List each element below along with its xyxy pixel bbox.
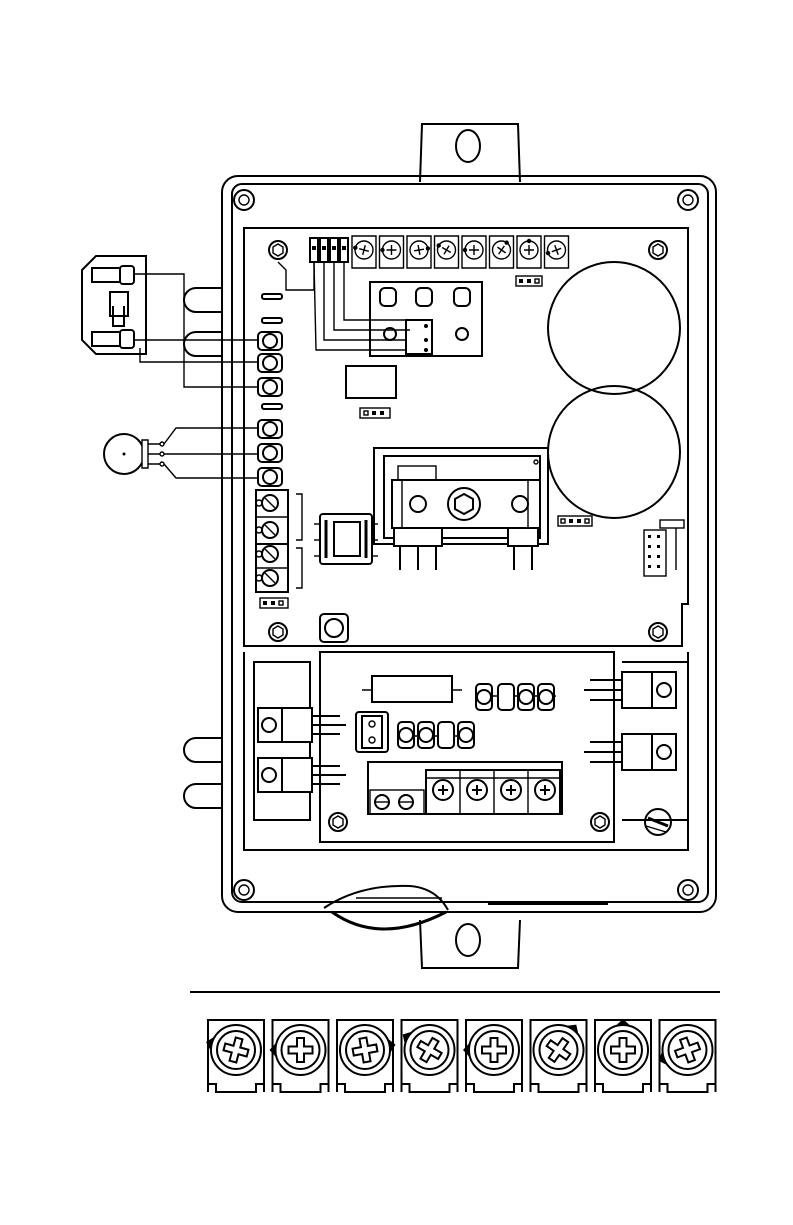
knockout-slot-2 [184,332,222,356]
plug-pin-bottom [92,332,122,346]
main-board [244,228,688,646]
board-trimmer-pot-8[interactable] [545,236,569,268]
transistor-lower-left-1 [258,708,346,742]
left-terminal-3[interactable] [258,378,282,396]
left-fuse-clip-2 [262,318,282,323]
left-terminal-2[interactable] [258,354,282,372]
corner-screw-top-right [678,190,698,210]
trimmer-pot-6[interactable] [531,1020,587,1092]
push-button[interactable] [320,614,348,642]
power-board-standoff-right [591,813,609,831]
left-terminal-4[interactable] [258,420,282,438]
terminal-screw-2[interactable] [467,780,487,800]
standoff-bottom-right [649,623,667,641]
trimmer-pot-2[interactable] [270,1020,329,1092]
board-trimmer-pot-7[interactable] [517,236,541,268]
trimmer-pots-detail [206,1019,715,1092]
board-trimmer-pot-5[interactable] [462,236,486,268]
power-resistor [362,676,462,702]
capacitor-upper [548,262,680,394]
board-connector[interactable] [356,712,388,752]
heatsink-label-area [398,466,436,480]
trimmer-pot-8[interactable] [658,1020,715,1092]
top-mounting-tab [420,124,520,182]
main-terminal-strip[interactable] [368,762,562,814]
top-connector-pins [310,238,348,262]
trimmer-pot-4[interactable] [402,1020,458,1092]
standoff-top-left [269,241,287,259]
bottom-gland-arc [332,912,446,929]
jumper-right[interactable] [558,516,592,526]
power-transistor-left [394,528,442,546]
knockout-slot-4 [184,784,222,808]
left-fuse-clip-3 [262,404,282,409]
ground-screw [645,809,671,835]
relay-block [370,282,482,356]
corner-screw-top-left [234,190,254,210]
relay-slot-3 [454,288,470,306]
heatsink-assembly [374,448,548,570]
external-sensor [104,428,258,478]
trimmer-pot-1[interactable] [206,1020,264,1092]
bottom-mounting-hole [456,924,480,956]
power-transistor-right [508,528,538,546]
board-trimmer-pot-4[interactable] [435,236,459,268]
small-terminals[interactable] [370,790,424,814]
fuse-holders-upper [476,684,556,710]
capacitor-lower [548,386,680,518]
lower-compartment [244,652,688,850]
corner-screw-bottom-right [678,880,698,900]
terminal-screw-3[interactable] [501,780,521,800]
left-terminal-column [258,294,282,486]
transistor-lower-left-2 [258,758,346,792]
ic-chip [346,366,396,398]
transistor-lower-right-2 [584,734,676,770]
relay-hole-right [456,328,468,340]
plug-pin-top [92,268,122,282]
terminal-screw-4[interactable] [535,780,555,800]
board-trimmer-pot-1[interactable] [352,236,376,268]
trimmer-pot-5[interactable] [463,1020,522,1092]
corner-screw-bottom-left [234,880,254,900]
trimmer-pot-7[interactable] [595,1019,651,1092]
left-fuse-clip-1 [262,294,282,299]
board-trimmer-pots [352,236,569,268]
standoff-bottom-left [269,623,287,641]
screw-terminal-block-lower[interactable] [256,544,302,592]
knockout-slot-1 [184,288,222,312]
power-board-standoff-left [329,813,347,831]
left-terminal-1[interactable] [258,332,282,350]
jumper-center[interactable] [360,408,390,418]
fuse-holders-lower [398,722,474,748]
transistor-lower-right-1 [584,672,676,708]
standoff-top-right [649,241,667,259]
bottom-mounting-tab [420,920,520,968]
jumper-left[interactable] [260,598,288,608]
board-trimmer-pot-3[interactable] [407,236,431,268]
left-terminal-5[interactable] [258,444,282,462]
terminal-screw-1[interactable] [433,780,453,800]
relay-slot-1 [380,288,396,306]
bottom-gland-strip [488,904,608,912]
relay-terminal-block [406,320,432,354]
left-terminal-6[interactable] [258,468,282,486]
transformer [314,514,378,564]
top-mounting-hole [456,130,480,162]
trimmer-pot-3[interactable] [337,1020,396,1092]
board-trimmer-pot-2[interactable] [380,236,404,268]
board-trimmer-pot-6[interactable] [490,236,514,268]
plug-wire-1 [134,274,258,387]
relay-slot-2 [416,288,432,306]
knockout-slot-3 [184,738,222,762]
screw-terminal-block-upper[interactable] [256,490,302,544]
jumper-top-right[interactable] [516,276,542,286]
